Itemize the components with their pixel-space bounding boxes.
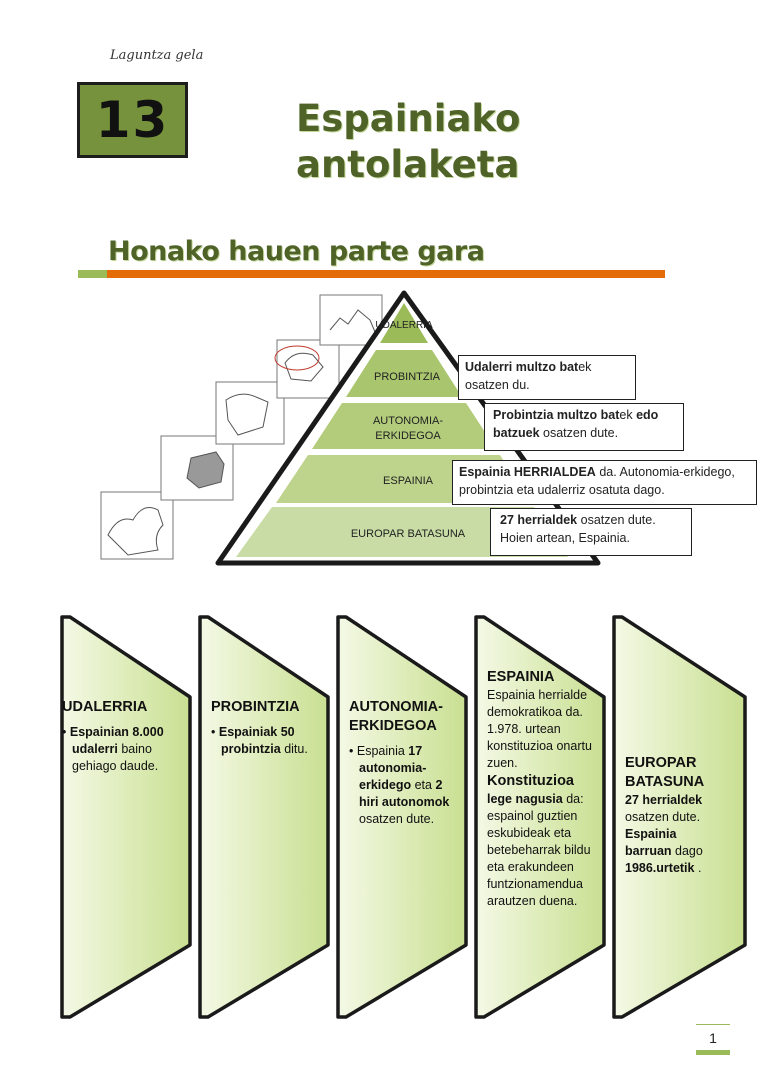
column-probintzia-title: PROBINTZIA <box>211 699 300 715</box>
column-europar-bold-3: 1986.urtetik <box>625 861 695 875</box>
column-espainia-title: ESPAINIA <box>487 669 555 685</box>
column-autonomia-title-1: AUTONOMIA- <box>349 699 443 715</box>
pyramid-label-autonomia-1: AUTONOMIA- <box>373 415 443 427</box>
column-europar: EUROPAR BATASUNA 27 herrialdek osatzen d… <box>625 754 721 877</box>
callout-espainia: Espainia HERRIALDEA da. Autonomia-erkide… <box>452 460 757 505</box>
header-label: Laguntza gela <box>110 48 204 63</box>
page-number-bar <box>696 1050 730 1055</box>
chevron-europar <box>612 615 747 1019</box>
column-udalerria-text: baino gehiago daude. <box>72 742 159 773</box>
callout-autonomia-bold-1: Probintzia multzo bat <box>493 408 620 422</box>
map-thumbnails <box>100 294 383 560</box>
subtitle-rule-green <box>78 270 107 278</box>
column-autonomia-text-1: Espainia <box>356 744 409 758</box>
column-espainia-heading: Konstituzioa <box>487 773 574 789</box>
pyramid-label-udalerria: UDALERRIA <box>375 320 433 331</box>
column-autonomia-bold-2: 2 hiri autonomok <box>359 778 450 809</box>
column-probintzia: PROBINTZIA • Espainiak 50 probintzia dit… <box>211 698 326 758</box>
callout-autonomia: Probintzia multzo batek edo batzuek osat… <box>484 403 684 451</box>
column-autonomia-title-2: ERKIDEGOA <box>349 718 437 734</box>
callout-europar-bold: 27 herrialdek <box>500 513 578 527</box>
callout-espainia-bold: Espainia HERRIALDEA <box>459 465 596 479</box>
column-udalerria-title: UDALERRIA <box>62 699 148 715</box>
column-europar-body: 27 herrialdek osatzen dute. Espainia bar… <box>625 792 721 877</box>
column-probintzia-body: • Espainiak 50 probintzia ditu. <box>211 725 308 756</box>
column-autonomia-bold-1: 17 autonomia-erkidego <box>359 744 427 792</box>
page-title: Espainiako antolaketa <box>296 96 616 188</box>
pyramid-level-udalerria <box>380 303 428 343</box>
page-number-rule <box>696 1024 730 1025</box>
column-probintzia-text: ditu. <box>280 742 308 756</box>
chevron-autonomia <box>336 615 468 1019</box>
column-udalerria-body: • Espainian 8.000 udalerri baino gehiago… <box>62 725 164 773</box>
column-espainia-intro: Espainia herrialde demokratikoa da. 1.97… <box>487 688 592 770</box>
callout-espainia-text: da. Autonomia-erkidego, probintzia eta u… <box>459 465 735 497</box>
pyramid-level-probintzia <box>346 350 462 397</box>
map-europe-thumbnail <box>100 491 174 560</box>
pyramid-label-europar: EUROPAR BATASUNA <box>351 528 466 540</box>
column-udalerria: UDALERRIA • Espainian 8.000 udalerri bai… <box>62 698 180 775</box>
chevron-columns-diagram <box>60 615 747 1019</box>
column-europar-title-1: EUROPAR <box>625 755 697 771</box>
callout-probintzia-text: ek osatzen du. <box>465 360 592 392</box>
subtitle-rule-orange <box>107 270 665 278</box>
column-europar-text-3: . <box>694 861 702 875</box>
column-europar-text-1: osatzen dute. <box>625 810 701 824</box>
pyramid-label-autonomia-2: ERKIDEGOA <box>375 430 441 442</box>
column-autonomia-text-2: eta <box>411 778 436 792</box>
callout-probintzia-bold: Udalerri multzo bat <box>465 360 579 374</box>
column-autonomia-text-3: osatzen dute. <box>359 812 435 826</box>
pyramid-label-espainia: ESPAINIA <box>383 475 434 487</box>
title-line-2: antolaketa <box>296 143 520 186</box>
column-espainia-bold: lege nagusia <box>487 792 563 806</box>
chevron-probintzia <box>198 615 330 1019</box>
column-europar-bold-1: 27 herrialdek <box>625 793 703 807</box>
column-europar-title-2: BATASUNA <box>625 774 705 790</box>
column-autonomia-body: • Espainia 17 autonomia-erkidego eta 2 h… <box>349 744 450 826</box>
callout-probintzia: Udalerri multzo batek osatzen du. <box>458 355 636 400</box>
callout-autonomia-mid: ek <box>619 408 637 422</box>
column-udalerria-bold: Espainian 8.000 udalerri <box>69 725 164 756</box>
page-number: 1 <box>709 1030 717 1046</box>
column-europar-text-2: dago <box>671 844 703 858</box>
column-espainia: ESPAINIA Espainia herrialde demokratikoa… <box>487 668 599 910</box>
pyramid-level-europar <box>236 507 568 557</box>
callout-autonomia-bold-2: edo batzuek <box>493 408 659 440</box>
title-line-1: Espainiako <box>296 97 521 140</box>
map-autonomia-thumbnail <box>215 381 285 445</box>
column-espainia-text: da: espainol guztien eskubideak eta bete… <box>487 792 591 908</box>
column-probintzia-bold: Espainiak 50 probintzia <box>218 725 295 756</box>
callout-europar-text: osatzen dute. Hoien artean, Espainia. <box>500 513 656 545</box>
column-europar-bold-2: Espainia barruan <box>625 827 677 858</box>
pyramid-level-autonomia <box>312 403 496 449</box>
section-subtitle: Honako hauen parte gara <box>108 236 485 267</box>
unit-number-badge: 13 <box>77 82 188 158</box>
chevron-espainia <box>474 615 606 1019</box>
callout-europar: 27 herrialdek osatzen dute. Hoien artean… <box>490 508 692 556</box>
unit-number: 13 <box>95 91 170 149</box>
pyramid-label-probintzia: PROBINTZIA <box>374 371 441 383</box>
column-autonomia: AUTONOMIA- ERKIDEGOA • Espainia 17 auton… <box>349 698 457 828</box>
callout-autonomia-text: osatzen dute. <box>539 426 619 440</box>
column-espainia-body: lege nagusia da: espainol guztien eskubi… <box>487 791 599 910</box>
chevron-udalerria <box>60 615 192 1019</box>
